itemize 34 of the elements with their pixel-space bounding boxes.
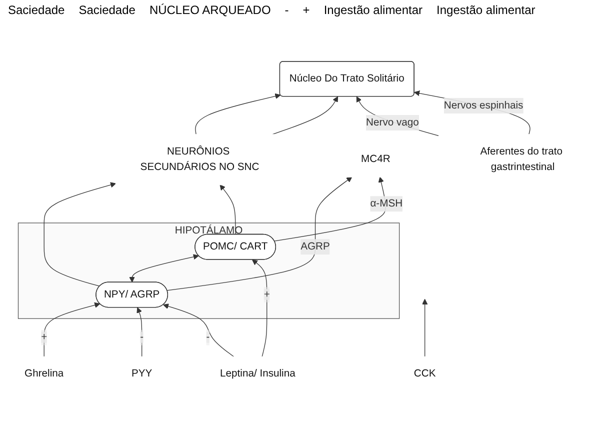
edge-label: + — [264, 288, 270, 300]
note-text: - — [284, 3, 289, 17]
arrow — [252, 260, 268, 358]
note-text: Ingestão alimentar — [436, 3, 536, 17]
edge-label: + — [41, 332, 48, 343]
note-text: + — [302, 3, 310, 17]
arrow — [272, 96, 338, 135]
arrow — [136, 307, 142, 358]
arrow — [220, 184, 236, 235]
node-text: PYY — [131, 368, 152, 380]
node-text: Ghrelina — [24, 368, 64, 380]
arrow — [195, 93, 281, 135]
note-text: Saciedade — [8, 3, 65, 17]
arrow — [44, 302, 100, 358]
edge-label: Nervo vago — [366, 116, 419, 128]
edge-label: - — [206, 332, 210, 343]
edge-label: α-MSH — [370, 198, 403, 210]
arrow — [163, 304, 234, 358]
arrow — [44, 182, 116, 287]
edge-label: Nervos espinhais — [444, 100, 524, 111]
arrow — [274, 176, 386, 242]
arrow — [129, 254, 199, 282]
node-text: Aferentes do trato gastrintestinal — [480, 146, 562, 173]
note-text: Saciedade — [78, 3, 136, 17]
edge-label: - — [140, 332, 144, 343]
node-text: NEURÔNIOS SECUNDÁRIOS NO SNC — [140, 146, 260, 173]
note-text: Ingestão alimentar — [324, 3, 423, 17]
arrow — [422, 298, 428, 358]
node-text: MC4R — [361, 154, 390, 165]
edge-label: AGRP — [300, 241, 330, 252]
node-text: Leptina/ Insulina — [220, 368, 296, 380]
node-text: CCK — [414, 368, 436, 380]
note-text: NÚCLEO ARQUEADO — [149, 3, 271, 17]
arrow — [166, 176, 352, 291]
